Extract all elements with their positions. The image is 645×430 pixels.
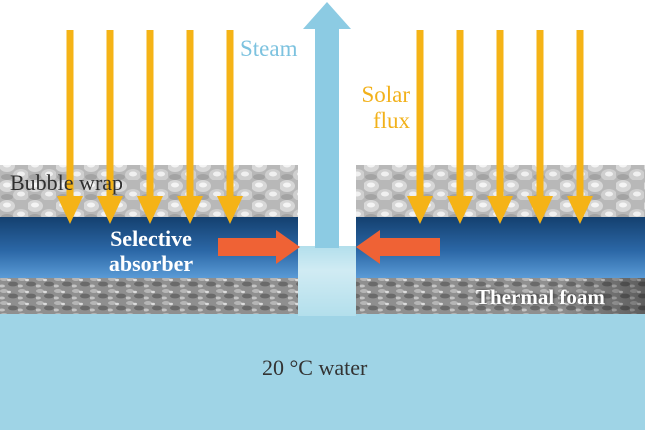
solar-flux-label: Solar flux bbox=[361, 82, 410, 133]
selective-absorber-label: Selective absorber bbox=[108, 226, 194, 276]
thermal-foam-label: Thermal foam bbox=[476, 285, 605, 309]
arrow-down-icon bbox=[407, 30, 433, 224]
steam-label: Steam bbox=[240, 36, 298, 61]
arrow-down-icon bbox=[487, 30, 513, 224]
arrow-down-icon bbox=[217, 30, 243, 224]
bubble-wrap-label: Bubble wrap bbox=[10, 170, 124, 195]
thermal-foam-left bbox=[0, 278, 298, 314]
arrow-down-icon bbox=[97, 30, 123, 224]
arrow-up-icon bbox=[303, 2, 351, 248]
arrow-down-icon bbox=[137, 30, 163, 224]
water-body bbox=[0, 314, 645, 430]
arrow-down-icon bbox=[567, 30, 593, 224]
arrow-down-icon bbox=[527, 30, 553, 224]
arrow-horizontal-icon bbox=[356, 230, 440, 264]
arrow-down-icon bbox=[57, 30, 83, 224]
arrow-horizontal-icon bbox=[218, 230, 300, 264]
water-label: 20 °C water bbox=[262, 355, 368, 380]
arrow-down-icon bbox=[177, 30, 203, 224]
arrow-down-icon bbox=[447, 30, 473, 224]
